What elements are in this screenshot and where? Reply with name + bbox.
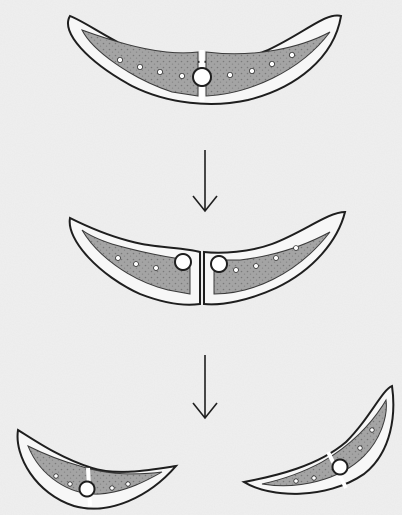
nucleus [211,256,227,272]
pyrenoid-dot [54,474,58,478]
nucleus [80,482,95,497]
pyrenoid-dot [134,262,139,267]
pyrenoid-dot [274,256,279,261]
pyrenoid-dot [289,52,294,57]
pyrenoid-dot [137,64,142,69]
pyrenoid-dot [358,446,362,450]
pyrenoid-dot [154,266,159,271]
nucleus [193,68,211,86]
pyrenoid-dot [294,479,298,483]
pyrenoid-dot [294,246,299,251]
pyrenoid-dot [116,256,121,261]
nucleus [333,460,348,475]
pyrenoid-dot [117,57,122,62]
pyrenoid-dot [110,486,114,490]
pyrenoid-dot [254,264,259,269]
pyrenoid-dot [126,482,130,486]
pyrenoid-dot [249,68,254,73]
pyrenoid-dot [269,61,274,66]
pyrenoid-dot [179,73,184,78]
pyrenoid-dot [68,482,72,486]
nucleus [175,254,191,270]
pyrenoid-dot [370,428,374,432]
pyrenoid-dot [312,476,316,480]
pyrenoid-dot [234,268,239,273]
pyrenoid-dot [227,72,232,77]
pyrenoid-dot [157,69,162,74]
